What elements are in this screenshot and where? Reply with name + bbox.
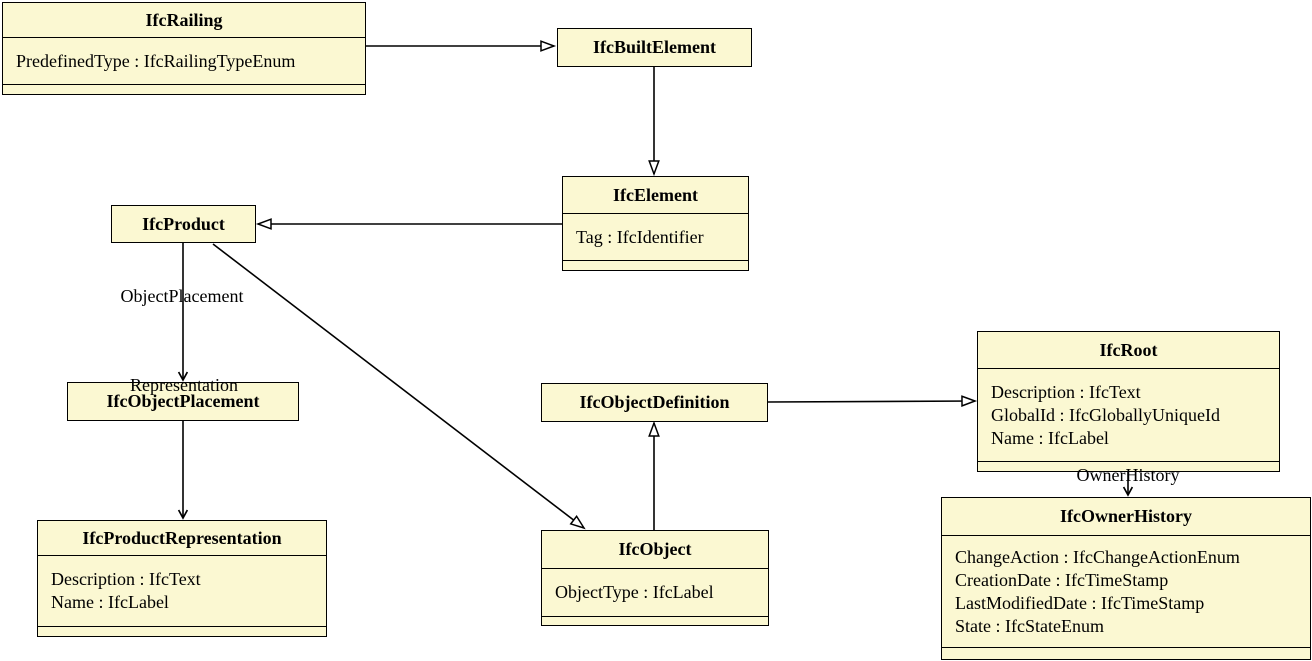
class-title: IfcElement <box>613 184 698 205</box>
attribute: ObjectType : IfcLabel <box>555 582 714 602</box>
class-title: IfcRailing <box>145 9 223 30</box>
class-ifcrailing: IfcRailing PredefinedType : IfcRailingTy… <box>2 2 366 95</box>
class-attributes: Tag : IfcIdentifier <box>563 213 748 260</box>
class-title: IfcOwnerHistory <box>1060 506 1192 526</box>
attribute: State : IfcStateEnum <box>955 615 1104 636</box>
class-operations-empty <box>563 260 748 274</box>
class-ifcobjectdefinition: IfcObjectDefinition <box>541 383 768 422</box>
class-attributes: ObjectType : IfcLabel <box>542 568 768 616</box>
class-ifcbuiltelement: IfcBuiltElement <box>557 28 752 67</box>
class-title: IfcObjectPlacement <box>106 391 260 411</box>
class-title: IfcBuiltElement <box>593 37 716 57</box>
class-ifcelement: IfcElement Tag : IfcIdentifier <box>562 176 749 271</box>
class-operations-empty <box>942 647 1310 661</box>
attribute: Description : IfcText <box>51 569 201 589</box>
class-operations-empty <box>38 626 326 640</box>
edge-label-objectplacement: ObjectPlacement <box>120 286 244 306</box>
class-operations-empty <box>542 616 768 630</box>
attribute: Description : IfcText <box>991 381 1141 402</box>
class-ifcproductrepresentation: IfcProductRepresentation Description : I… <box>37 520 327 637</box>
class-ifcownerhistory: IfcOwnerHistory ChangeAction : IfcChange… <box>941 497 1311 660</box>
attribute: LastModifiedDate : IfcTimeStamp <box>955 592 1205 613</box>
edge-label-ownerhistory: OwnerHistory <box>1076 465 1180 485</box>
class-ifcobjectplacement: IfcObjectPlacement <box>67 382 299 421</box>
attribute: Name : IfcLabel <box>51 592 169 612</box>
class-attributes: Description : IfcText Name : IfcLabel <box>38 555 326 626</box>
edge-label-representation: Representation <box>130 375 238 395</box>
class-attributes: Description : IfcText GlobalId : IfcGlob… <box>978 368 1279 461</box>
edge-ifcproduct-ifcobject-generalization <box>212 243 586 530</box>
class-title: IfcProduct <box>142 213 225 234</box>
class-ifcobject: IfcObject ObjectType : IfcLabel <box>541 530 769 626</box>
class-attributes: ChangeAction : IfcChangeActionEnum Creat… <box>942 535 1310 647</box>
attribute: GlobalId : IfcGloballyUniqueId <box>991 404 1220 425</box>
class-title: IfcObjectDefinition <box>579 392 730 412</box>
edge-ifcobjectdefinition-ifcroot-generalization <box>767 395 978 407</box>
attribute: CreationDate : IfcTimeStamp <box>955 569 1169 590</box>
class-ifcproduct: IfcProduct <box>111 205 256 243</box>
class-attributes: PredefinedType : IfcRailingTypeEnum <box>3 37 365 84</box>
attribute: Name : IfcLabel <box>991 427 1109 448</box>
class-ifcroot: IfcRoot Description : IfcText GlobalId :… <box>977 331 1280 472</box>
class-title: IfcProductRepresentation <box>82 527 282 548</box>
class-title: IfcRoot <box>1099 339 1158 360</box>
class-title: IfcObject <box>618 539 692 559</box>
attribute: Tag : IfcIdentifier <box>576 226 704 247</box>
class-operations-empty <box>978 461 1279 475</box>
attribute: PredefinedType : IfcRailingTypeEnum <box>16 50 296 71</box>
class-operations-empty <box>3 84 365 98</box>
attribute: ChangeAction : IfcChangeActionEnum <box>955 546 1240 567</box>
